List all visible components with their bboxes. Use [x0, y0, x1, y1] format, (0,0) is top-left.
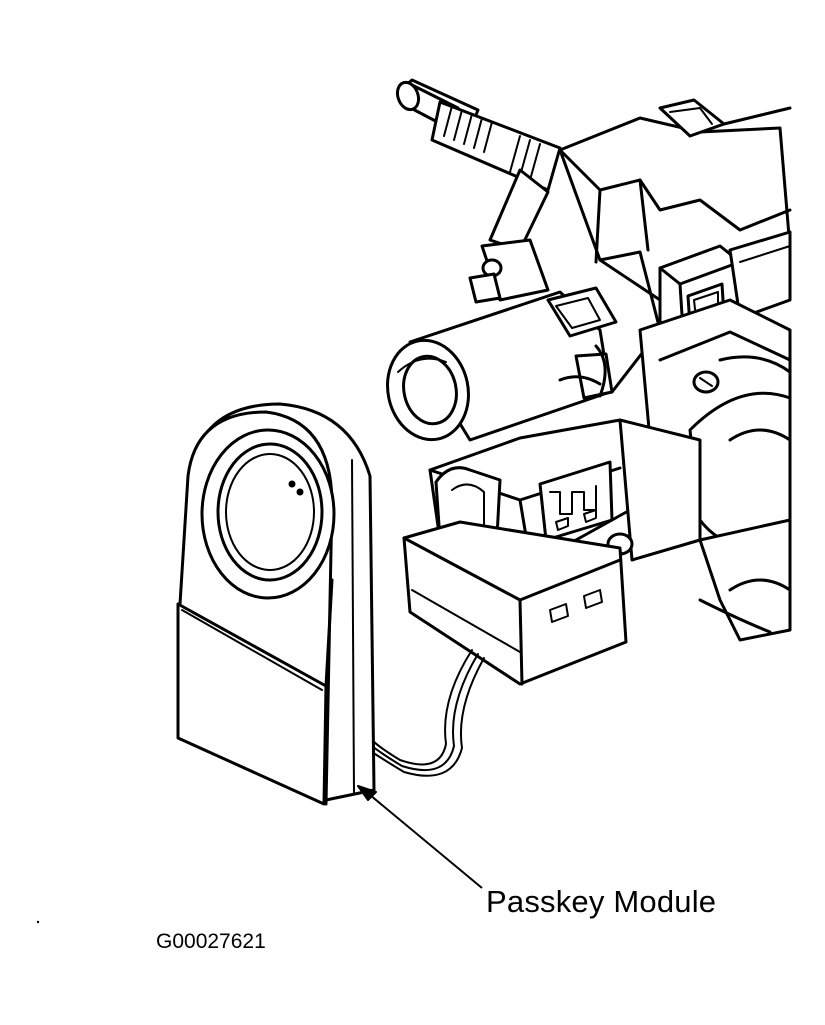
- wiring-harness: [371, 649, 485, 777]
- passkey-module: [176, 402, 376, 806]
- callout-arrow: [357, 785, 483, 889]
- stray-dot: [36, 920, 40, 924]
- ignition-lock-housing: [386, 250, 662, 442]
- steering-shaft: [395, 78, 562, 192]
- passkey-module-label: Passkey Module: [486, 884, 717, 919]
- figure-id: G00027621: [156, 930, 266, 953]
- lower-connector: [402, 520, 628, 686]
- column-bracket: [638, 298, 792, 642]
